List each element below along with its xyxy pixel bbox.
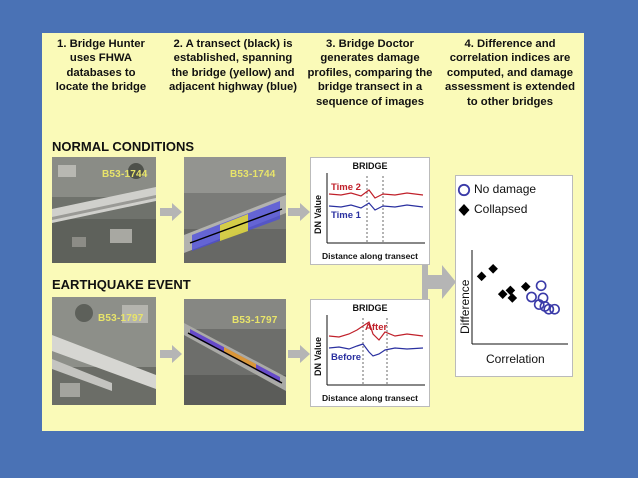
profile-chart-normal: BRIDGE DN Value Time 2 Time 1 Distance a… — [310, 157, 430, 265]
bridge-id-label: B53-1797 — [98, 313, 144, 324]
step-line: generates damage — [304, 51, 436, 65]
step-2-text: 2. A transect (black) is established, sp… — [162, 37, 304, 95]
step-line: uses FHWA — [48, 51, 154, 65]
right-arrow-icon — [160, 203, 182, 221]
earthquake-event-title: EARTHQUAKE EVENT — [52, 277, 191, 292]
step-line: 3. Bridge Doctor — [304, 37, 436, 51]
step-4-text: 4. Difference and correlation indices ar… — [442, 37, 578, 109]
step-line: bridge transect in a — [304, 80, 436, 94]
step-3-text: 3. Bridge Doctor generates damage profil… — [304, 37, 436, 109]
right-arrow-icon — [288, 345, 310, 363]
step-line: adjacent highway (blue) — [162, 80, 304, 94]
no-damage-point — [550, 305, 559, 314]
step-line: established, spanning — [162, 51, 304, 65]
profile-chart-earthquake: BRIDGE DN Value After Before Distance al… — [310, 299, 430, 407]
series-label-top: Time 2 — [331, 182, 361, 193]
step-line: correlation indices are — [442, 51, 578, 65]
step-line: computed, and damage — [442, 66, 578, 80]
step-line: 2. A transect (black) is — [162, 37, 304, 51]
step-line: to other bridges — [442, 95, 578, 109]
legend-no-damage: No damage — [474, 182, 536, 196]
bridge-id-label: B53-1744 — [230, 169, 276, 180]
right-arrow-icon — [288, 203, 310, 221]
collapsed-point — [477, 272, 487, 282]
legend-collapsed: Collapsed — [474, 202, 527, 216]
profile-xlabel: Distance along transect — [311, 251, 429, 261]
step-line: 4. Difference and — [442, 37, 578, 51]
series-label-bottom: Before — [331, 352, 361, 363]
series-label-bottom: Time 1 — [331, 210, 361, 221]
step-line: databases to — [48, 66, 154, 80]
step-line: the bridge (yellow) and — [162, 66, 304, 80]
right-arrow-icon — [428, 265, 456, 299]
step-line: sequence of images — [304, 95, 436, 109]
difference-correlation-scatter: No damage Collapsed Difference Correlati… — [455, 175, 573, 377]
step-line: profiles, comparing the — [304, 66, 436, 80]
series-label-top: After — [365, 322, 387, 333]
step-line: locate the bridge — [48, 80, 154, 94]
collapsed-point — [488, 264, 498, 274]
collapsed-point — [508, 293, 518, 303]
bridge-id-label: B53-1744 — [102, 169, 148, 180]
step-line: assessment is extended — [442, 80, 578, 94]
right-arrow-icon — [160, 345, 182, 363]
step-1-text: 1. Bridge Hunter uses FHWA databases to … — [48, 37, 154, 95]
profile-xlabel: Distance along transect — [311, 393, 429, 403]
step-line: 1. Bridge Hunter — [48, 37, 154, 51]
no-damage-point — [527, 292, 536, 301]
bridge-id-label: B53-1797 — [232, 315, 278, 326]
scatter-ylabel: Difference — [458, 280, 472, 334]
collapsed-point — [521, 282, 531, 292]
normal-conditions-title: NORMAL CONDITIONS — [52, 139, 194, 154]
scatter-xlabel: Correlation — [486, 352, 545, 366]
no-damage-point — [537, 281, 546, 290]
slide-panel: 1. Bridge Hunter uses FHWA databases to … — [42, 33, 584, 431]
open-circle-icon — [459, 185, 469, 195]
filled-diamond-icon — [459, 204, 470, 216]
